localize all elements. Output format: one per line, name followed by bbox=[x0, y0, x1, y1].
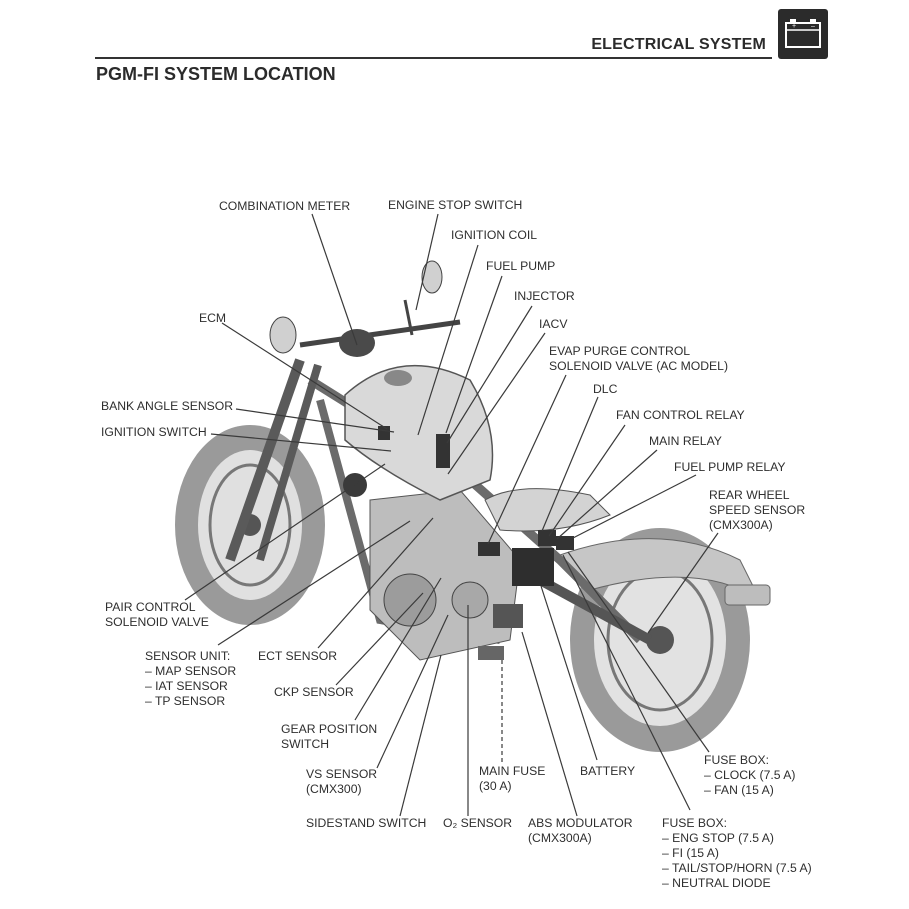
engine bbox=[369, 489, 521, 661]
label-evap-purge-control: EVAP PURGE CONTROL SOLENOID VALVE (AC MO… bbox=[549, 344, 729, 373]
label-injector: INJECTOR bbox=[514, 289, 575, 303]
label-ect-sensor: ECT SENSOR bbox=[258, 649, 338, 663]
svg-text:+: + bbox=[792, 23, 796, 30]
battery-icon: + – bbox=[785, 19, 821, 48]
label-combination-meter: COMBINATION METER bbox=[219, 199, 351, 213]
label-battery: BATTERY bbox=[580, 764, 636, 778]
label-dlc: DLC bbox=[593, 382, 618, 396]
label-fan-control-relay: FAN CONTROL RELAY bbox=[616, 408, 745, 422]
rear-fender bbox=[559, 538, 771, 606]
page-title: PGM-FI SYSTEM LOCATION bbox=[96, 64, 336, 84]
label-ecm: ECM bbox=[199, 311, 227, 325]
label-ignition-switch: IGNITION SWITCH bbox=[101, 425, 207, 439]
handlebar-and-meter bbox=[269, 260, 461, 357]
label-main-relay: MAIN RELAY bbox=[649, 434, 722, 448]
label-pair-control-solenoid-valve: PAIR CONTROL SOLENOID VALVE bbox=[105, 600, 209, 629]
header-divider bbox=[95, 57, 772, 59]
label-sidestand-switch: SIDESTAND SWITCH bbox=[306, 816, 427, 830]
front-wheel bbox=[175, 425, 325, 625]
leader-lines bbox=[184, 213, 719, 817]
wiring-harness bbox=[343, 426, 574, 556]
label-ckp-sensor: CKP SENSOR bbox=[274, 685, 354, 699]
label-main-fuse: MAIN FUSE (30 A) bbox=[479, 764, 546, 793]
label-gear-position-switch: GEAR POSITION SWITCH bbox=[281, 722, 378, 751]
section-title: ELECTRICAL SYSTEM bbox=[591, 36, 766, 53]
label-ignition-coil: IGNITION COIL bbox=[451, 228, 537, 242]
svg-text:–: – bbox=[811, 23, 815, 30]
label-vs-sensor: VS SENSOR (CMX300) bbox=[306, 767, 378, 796]
label-abs-modulator: ABS MODULATOR (CMX300A) bbox=[528, 816, 633, 845]
section-badge: + – bbox=[778, 9, 828, 59]
label-fuel-pump-relay: FUEL PUMP RELAY bbox=[674, 460, 786, 474]
label-bank-angle-sensor: BANK ANGLE SENSOR bbox=[101, 399, 234, 413]
label-fuel-pump: FUEL PUMP bbox=[486, 259, 556, 273]
label-fuse-box-clock-fan: FUSE BOX: – CLOCK (7.5 A) – FAN (15 A) bbox=[704, 753, 796, 797]
label-o2-sensor: O₂ SENSOR bbox=[443, 816, 513, 830]
label-engine-stop-switch: ENGINE STOP SWITCH bbox=[388, 198, 523, 212]
battery-box bbox=[512, 548, 554, 586]
label-fuse-box-eng-stop: FUSE BOX: – ENG STOP (7.5 A) – FI (15 A)… bbox=[662, 816, 812, 890]
label-sensor-unit: SENSOR UNIT: – MAP SENSOR – IAT SENSOR –… bbox=[145, 649, 237, 708]
abs-modulator-unit bbox=[478, 604, 523, 660]
label-rear-wheel-speed-sensor: REAR WHEEL SPEED SENSOR (CMX300A) bbox=[709, 488, 806, 532]
label-iacv: IACV bbox=[539, 317, 568, 331]
